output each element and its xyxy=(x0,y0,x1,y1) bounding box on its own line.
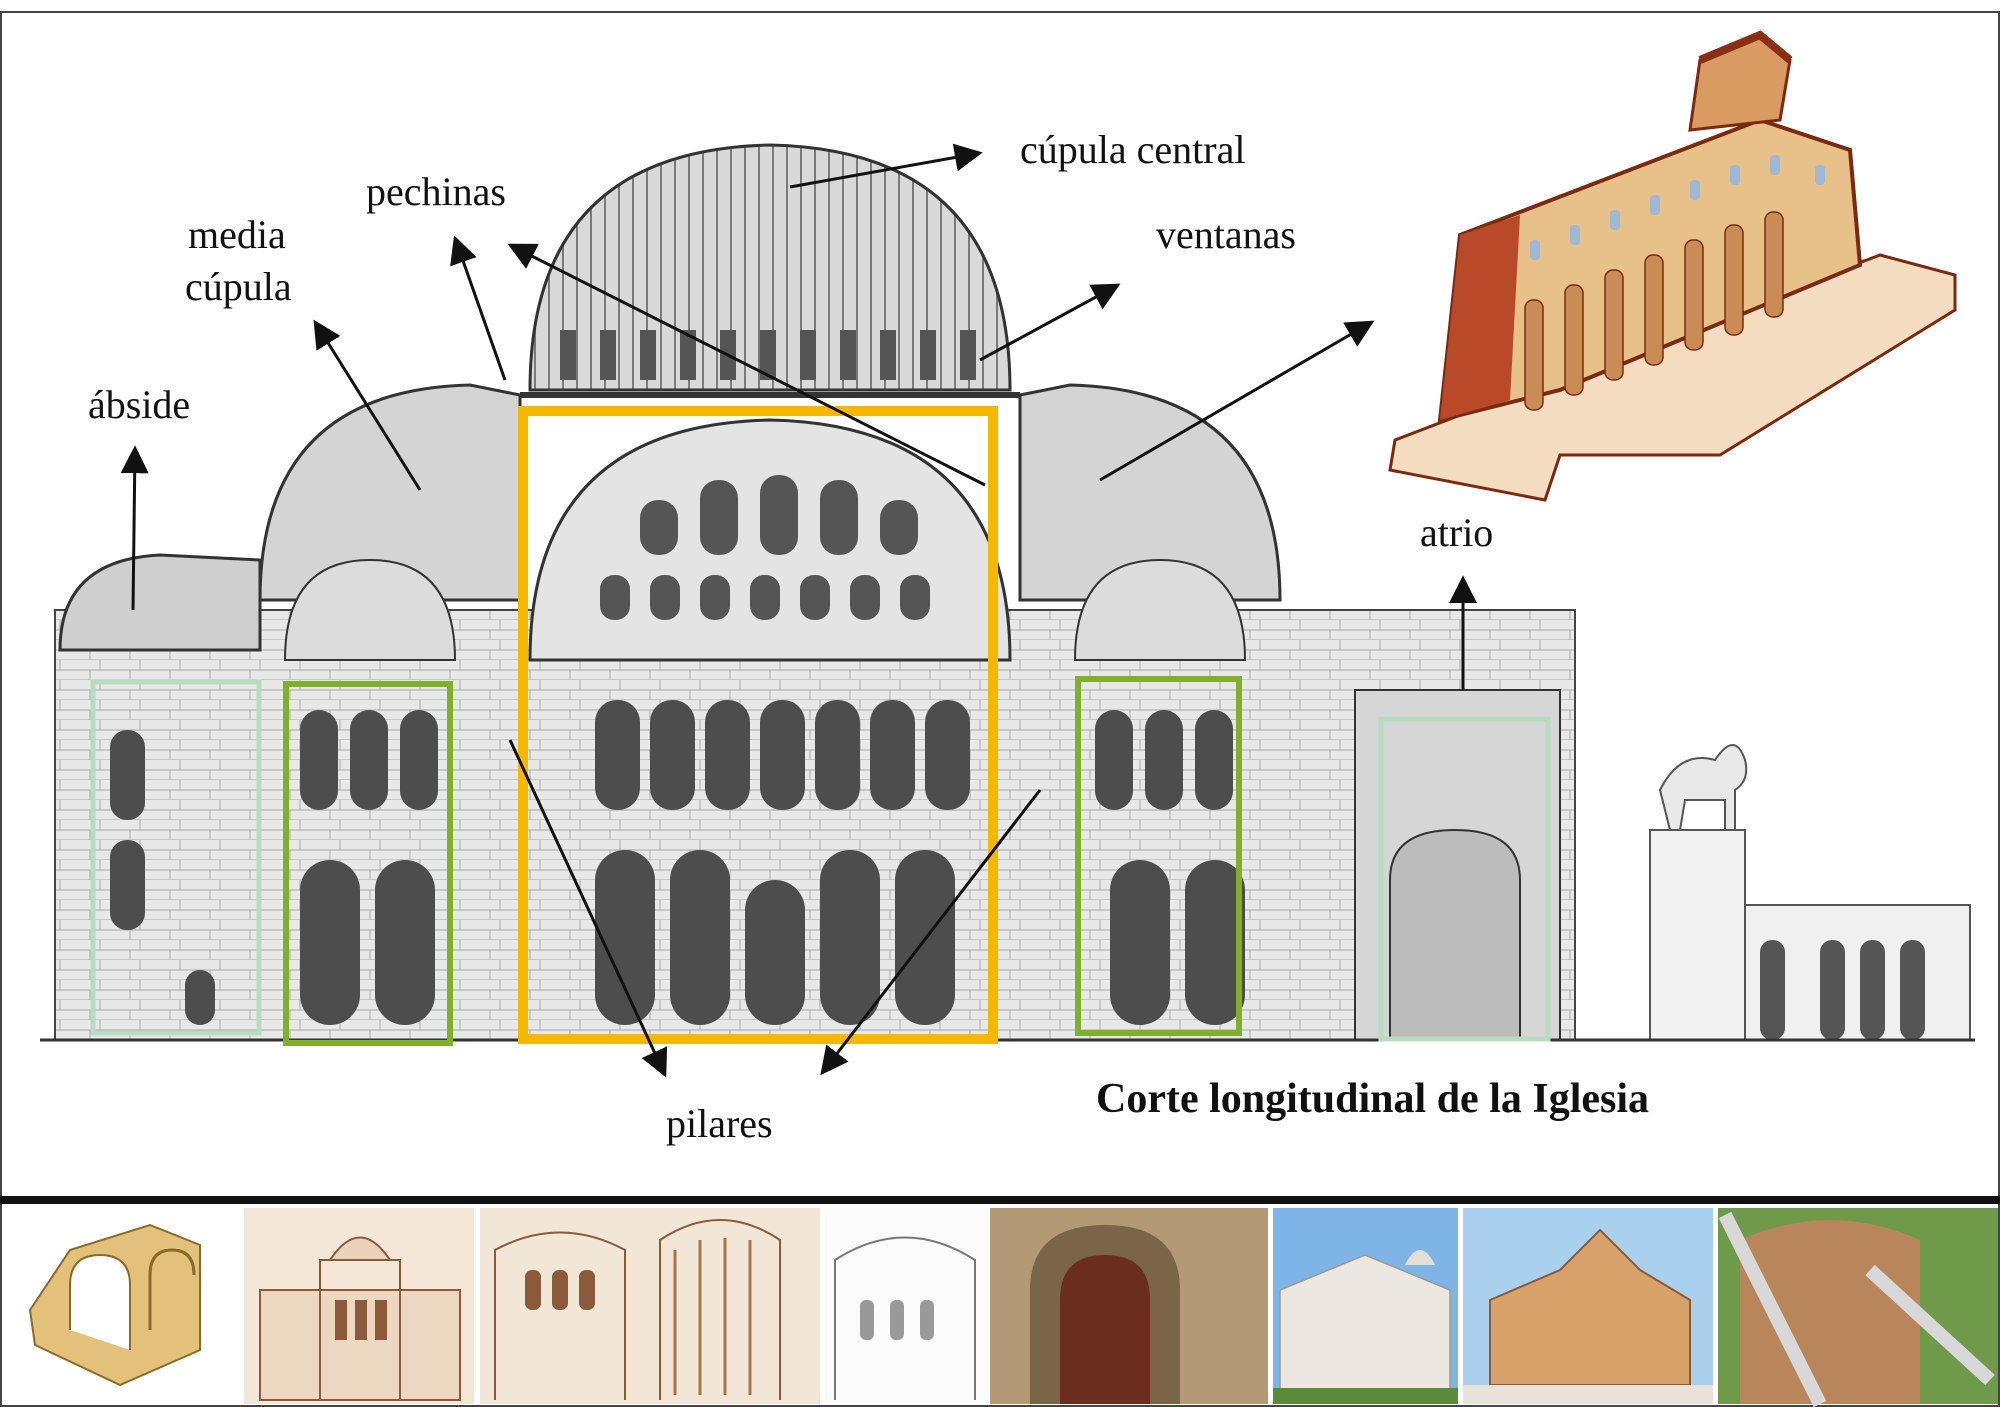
pisa-cathedral-icon xyxy=(1273,1208,1458,1404)
apse-highlight-box xyxy=(90,679,262,1036)
interior-sections-icon xyxy=(480,1208,820,1404)
nave-highlight-box xyxy=(518,406,998,1044)
label-atrio: atrio xyxy=(1420,510,1493,555)
arrow-abside xyxy=(120,445,149,611)
label-media: media xyxy=(188,212,286,257)
apse-photo-icon xyxy=(1718,1208,1998,1407)
basilica-cutaway-illustration xyxy=(1388,30,1957,502)
romanesque-church-icon xyxy=(1463,1208,1713,1404)
label-pechinas: pechinas xyxy=(366,169,506,214)
atrium-highlight-box xyxy=(1378,716,1551,1042)
label-pilares: pilares xyxy=(666,1101,773,1146)
arrow-ventanas xyxy=(979,283,1121,362)
interior-drawing-icon xyxy=(825,1208,985,1404)
aisle-highlight-box-left xyxy=(283,681,453,1046)
thumbnail-strip-border xyxy=(0,1196,2000,1204)
aisle-highlight-box-right xyxy=(1075,676,1242,1036)
vault-model-icon xyxy=(5,1208,240,1404)
arrow-pilares-left xyxy=(508,739,668,1078)
thumbnail-strip xyxy=(5,1208,1998,1407)
cross-section-drawing xyxy=(40,143,1975,1042)
arrow-pechinas-right xyxy=(507,243,986,487)
arrow-cupula-central xyxy=(789,143,983,189)
outer-frame xyxy=(0,11,2000,1407)
arrow-pilares-right xyxy=(820,789,1042,1076)
label-cupula-central: cúpula central xyxy=(1020,127,1245,172)
arrow-ventanas-2 xyxy=(1099,320,1375,482)
portal-photo-icon xyxy=(990,1208,1268,1404)
pointer-arrows xyxy=(120,143,1477,1078)
diagram-caption: Corte longitudinal de la Iglesia xyxy=(1096,1076,1649,1122)
arrow-media-cupula xyxy=(313,319,422,491)
label-ventanas: ventanas xyxy=(1156,212,1296,257)
facade-drawing-icon xyxy=(244,1208,474,1404)
arrow-pechinas-left xyxy=(450,235,507,381)
label-abside: ábside xyxy=(88,382,190,427)
label-cupula: cúpula xyxy=(185,264,292,309)
